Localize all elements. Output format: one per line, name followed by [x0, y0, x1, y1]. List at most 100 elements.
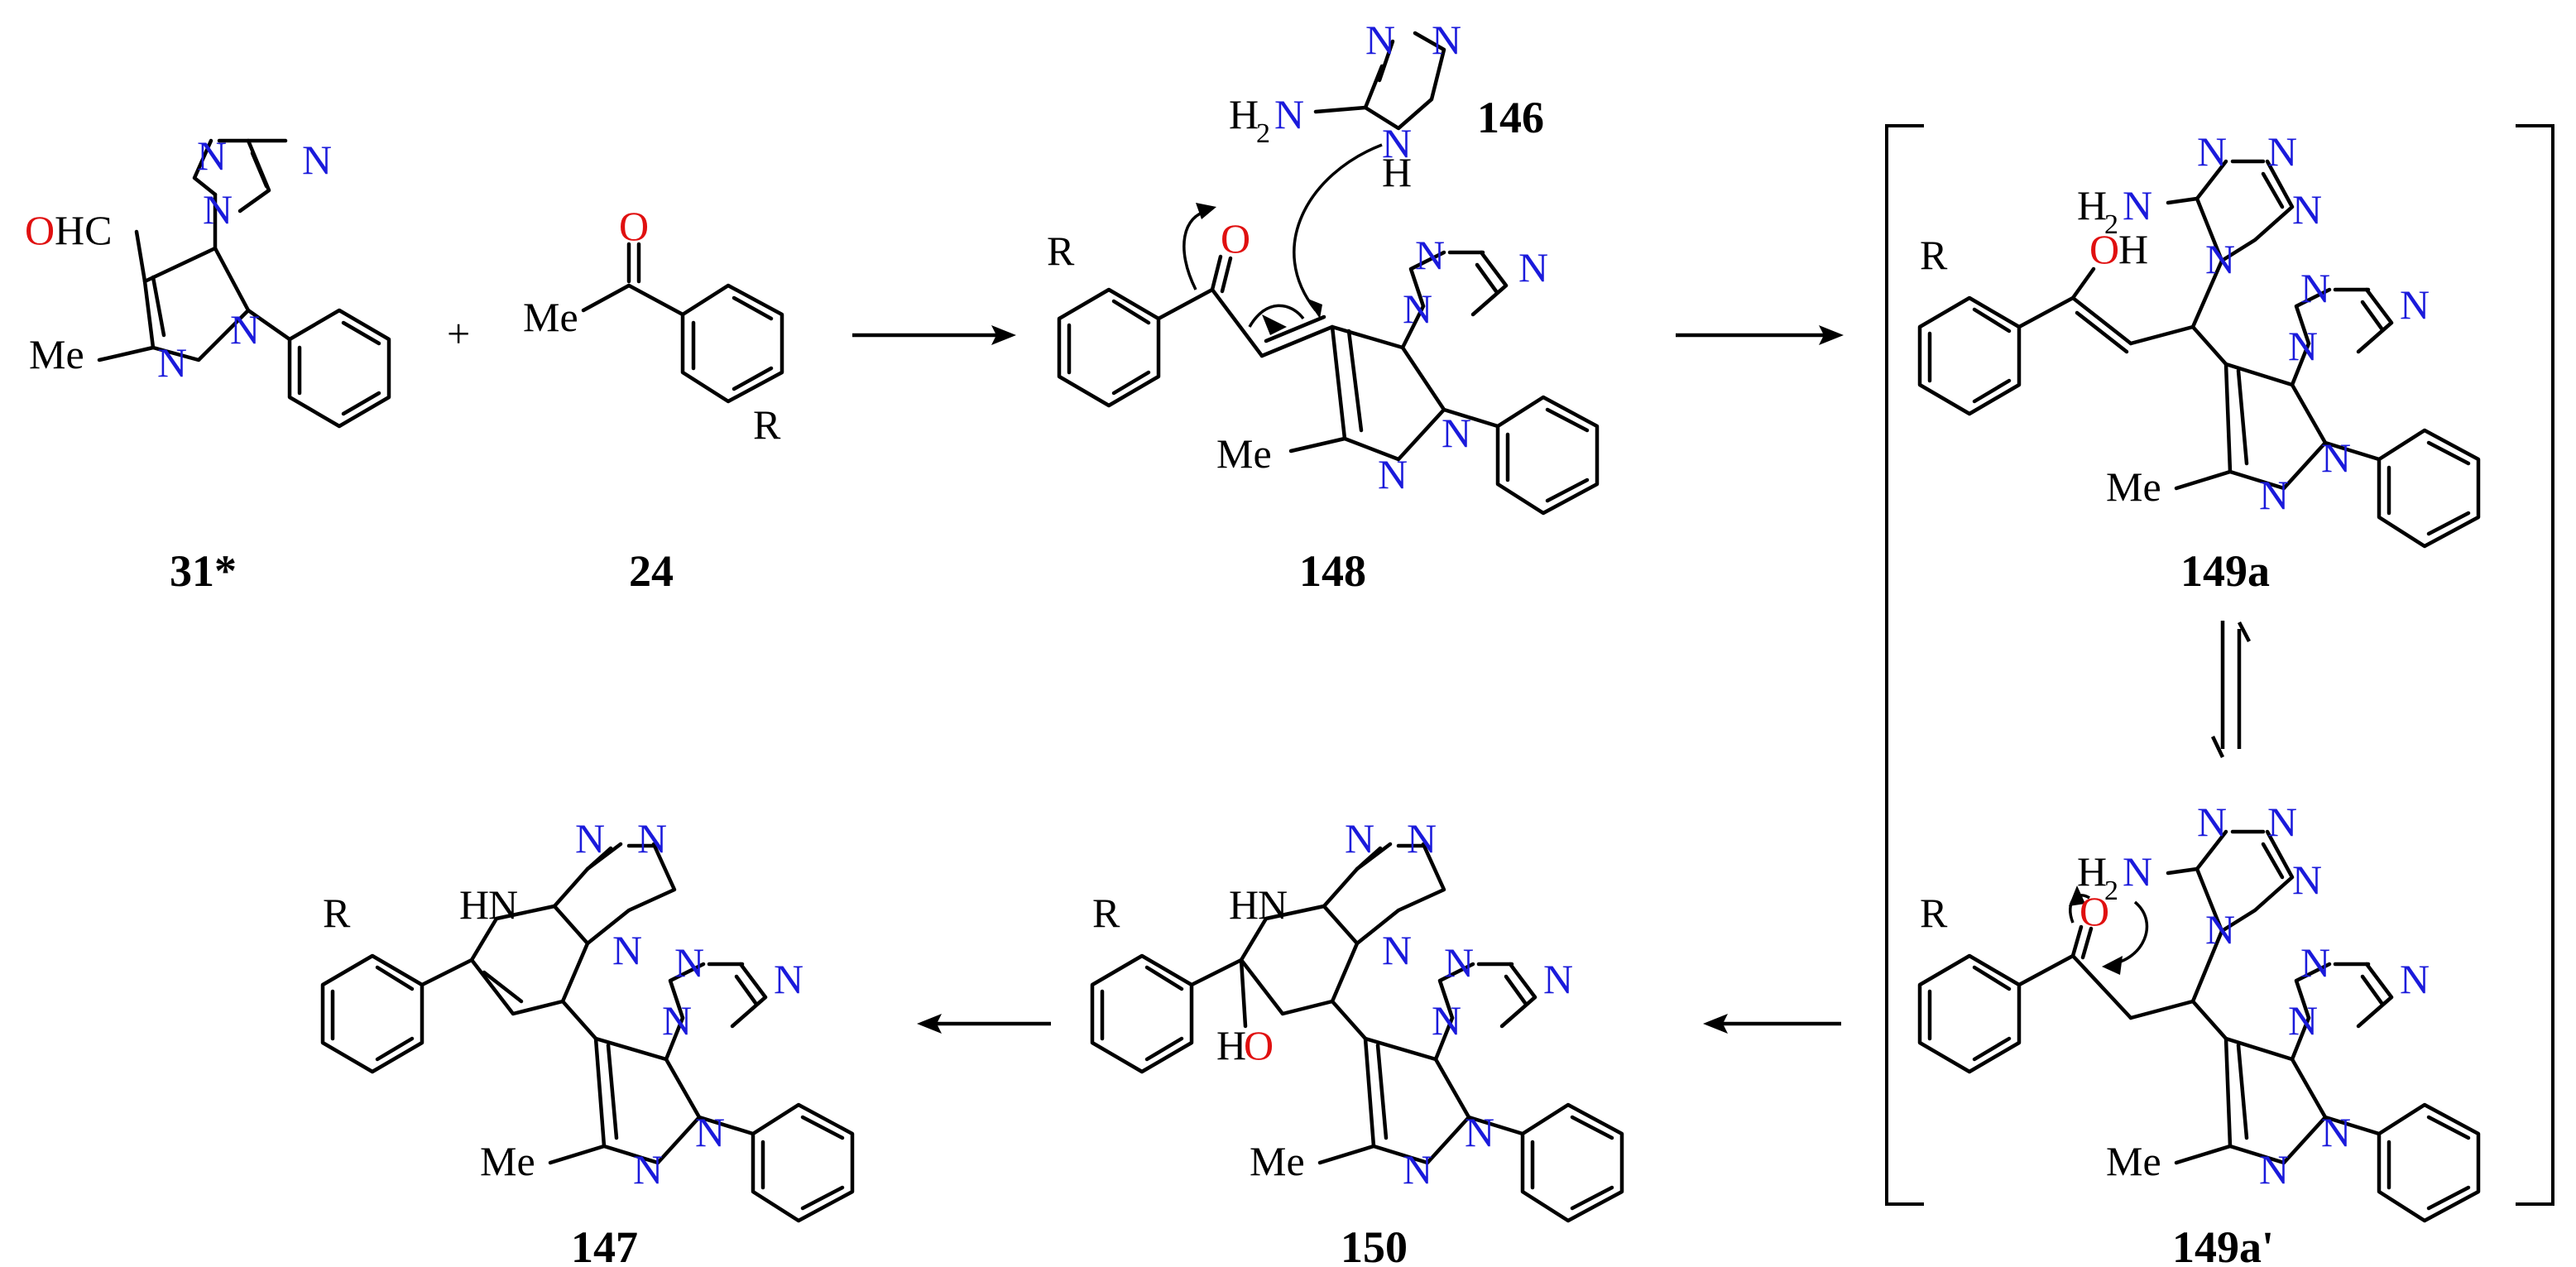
oxygen-atom: O	[619, 203, 649, 249]
compound-24: O Me R 24	[523, 203, 784, 596]
nitrogen-atom: N	[2400, 956, 2430, 1002]
nitrogen-atom: N	[1382, 120, 1412, 166]
nitrogen-atom: N	[1403, 286, 1432, 332]
nitrogen-atom: N	[1432, 997, 1461, 1044]
nh-hydrogen: H	[1382, 149, 1412, 195]
compound-149a: O H R H 2 N N N N N N N N N N Me 149a	[1917, 128, 2481, 596]
nitrogen-atom: N	[1444, 939, 1474, 986]
compound-label-146: 146	[1477, 93, 1544, 142]
nitrogen-atom: N	[157, 339, 187, 386]
compound-label-149a-prime: 149a'	[2172, 1222, 2274, 1267]
methyl-group: Me	[1250, 1138, 1305, 1184]
compound-label-150: 150	[1341, 1222, 1408, 1267]
r-substituent: R	[1920, 232, 1948, 278]
r-substituent: R	[1047, 228, 1075, 274]
intermediate-brackets	[1885, 124, 2554, 1206]
nitrogen-atom: N	[1407, 815, 1437, 861]
nitrogen-atom: N	[1415, 232, 1445, 278]
nitrogen-atom: N	[2400, 281, 2430, 328]
nitrogen-atom: N	[637, 815, 667, 861]
hydroxyl-h: H	[2118, 226, 2148, 272]
compound-150: R H O H N N N N N N N N N Me 150	[1090, 815, 1624, 1267]
nitrogen-atom: N	[1382, 927, 1412, 973]
nitrogen-atom: N	[2259, 472, 2289, 518]
oxygen-atom: O	[25, 207, 55, 253]
nitrogen-atom: N	[674, 939, 704, 986]
nitrogen-atom: N	[2205, 236, 2235, 282]
compound-label-31: 31*	[170, 546, 237, 596]
nitrogen-atom: N	[2321, 434, 2351, 481]
nitrogen-atom: N	[2259, 1146, 2289, 1193]
compound-31: O HC Me N N N N N 31*	[25, 132, 391, 596]
plus-sign: +	[447, 310, 470, 357]
nitrogen-atom: N	[2300, 265, 2330, 311]
nitrogen-atom: N	[695, 1109, 725, 1155]
nitrogen-atom: N	[2267, 128, 2297, 175]
nitrogen-atom: N	[1378, 451, 1408, 497]
methyl-group: Me	[1216, 430, 1272, 477]
nitrogen-atom: N	[2123, 848, 2152, 895]
nitrogen-atom: N	[1442, 410, 1471, 456]
nitrogen-atom: N	[774, 956, 804, 1002]
nitrogen-atom: N	[1465, 1109, 1494, 1155]
amine-h: H	[459, 881, 489, 928]
methyl-group: Me	[2106, 1138, 2161, 1184]
methyl-group: Me	[2106, 463, 2161, 510]
arrow-1-head	[991, 325, 1016, 345]
methyl-group: Me	[480, 1138, 535, 1184]
compound-label-147: 147	[571, 1222, 638, 1267]
nitrogen-atom: N	[1403, 1146, 1432, 1193]
subscript-2: 2	[1256, 118, 1270, 149]
amine-n: N	[1258, 881, 1288, 928]
reaction-arrows	[852, 325, 2251, 1034]
amine-n: N	[488, 881, 518, 928]
compound-147: R H N N N N N N N N N Me 147	[320, 815, 855, 1267]
nitrogen-atom: N	[203, 186, 233, 233]
nitrogen-atom: N	[2197, 128, 2227, 175]
nitrogen-atom: N	[2205, 906, 2235, 953]
compound-label-149a: 149a	[2180, 546, 2270, 596]
r-substituent: R	[1092, 890, 1120, 936]
nitrogen-atom: N	[2288, 997, 2318, 1044]
arrow-3-head	[1703, 1014, 1728, 1034]
nitrogen-atom: N	[2321, 1109, 2351, 1155]
equilibrium-up-barb	[2238, 621, 2251, 643]
hc-group: HC	[55, 207, 112, 253]
nitrogen-atom: N	[2197, 799, 2227, 845]
amino-h: H	[1229, 91, 1259, 137]
nitrogen-atom: N	[2288, 323, 2318, 369]
nitrogen-atom: N	[1432, 17, 1461, 63]
nitrogen-atom: N	[230, 306, 260, 353]
nitrogen-atom: N	[1543, 956, 1573, 1002]
subscript-2: 2	[2104, 209, 2118, 240]
compound-label-148: 148	[1299, 546, 1366, 596]
left-bracket	[1885, 124, 1924, 1206]
nitrogen-atom: N	[2292, 186, 2322, 233]
nitrogen-atom: N	[2292, 857, 2322, 903]
nitrogen-atom: N	[662, 997, 692, 1044]
hydroxyl-h: H	[1216, 1022, 1246, 1068]
r-substituent: R	[323, 890, 351, 936]
subscript-2: 2	[2104, 876, 2118, 906]
oxygen-atom: O	[2080, 888, 2109, 934]
methyl-group: Me	[29, 331, 84, 377]
amino-h: H	[2077, 182, 2107, 228]
arrow-4-head	[917, 1014, 942, 1034]
nitrogen-atom: N	[633, 1146, 663, 1193]
nitrogen-atom: N	[575, 815, 605, 861]
nitrogen-atom: N	[1274, 91, 1304, 137]
compound-148: O R Me N N N N N 148	[1047, 203, 1600, 596]
right-bracket	[2516, 124, 2554, 1206]
r-substituent: R	[1920, 890, 1948, 936]
nitrogen-atom: N	[612, 927, 642, 973]
compound-146: H 2 N N N N H 146	[1229, 17, 1544, 319]
nitrogen-atom: N	[1365, 17, 1395, 63]
nitrogen-atom: N	[1518, 244, 1548, 290]
nitrogen-atom: N	[2300, 939, 2330, 986]
r-substituent: R	[753, 401, 781, 448]
amino-h: H	[2077, 848, 2107, 895]
equilibrium-down-barb	[2210, 736, 2225, 758]
oxygen-atom: O	[1244, 1022, 1274, 1068]
nitrogen-atom: N	[2123, 182, 2152, 228]
